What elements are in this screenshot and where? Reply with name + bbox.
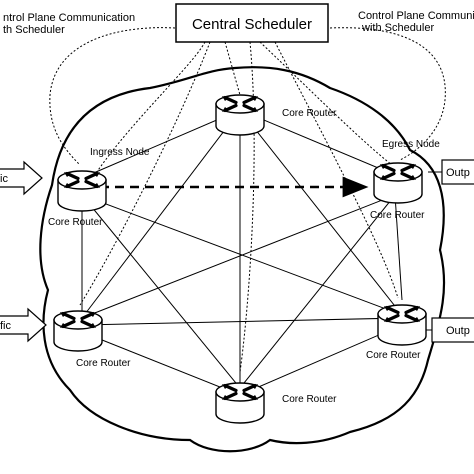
router-left-label: Core Router <box>76 358 131 369</box>
router-ingress-label: Core Router <box>48 217 103 228</box>
control-plane-right-line1: Control Plane Communication <box>358 10 474 22</box>
router-top[interactable] <box>215 94 265 136</box>
mesh-links <box>81 109 403 396</box>
input-arrow-top: ic <box>0 160 43 196</box>
router-bottom-label: Core Router <box>282 394 337 405</box>
control-plane-right-line2: with Scheduler <box>361 22 434 34</box>
router-ingress[interactable] <box>57 170 107 212</box>
central-scheduler[interactable]: Central Scheduler <box>175 3 329 43</box>
network-cloud-boundary <box>39 66 446 453</box>
output-label-bottom: Outp <box>446 325 470 337</box>
router-egress-label: Core Router <box>370 210 425 221</box>
output-label-top: Outp <box>446 167 470 179</box>
input-label-top: ic <box>0 173 8 185</box>
router-x-arrows-icon <box>222 383 258 401</box>
control-plane-left-line2: th Scheduler <box>3 24 65 36</box>
router-right[interactable] <box>377 304 427 346</box>
router-bottom[interactable] <box>215 382 265 424</box>
input-arrow-bottom: fic <box>0 307 47 343</box>
ingress-node-label: Ingress Node <box>90 147 150 158</box>
router-right-label: Core Router <box>366 350 421 361</box>
input-label-bottom: fic <box>0 320 12 332</box>
router-egress[interactable] <box>373 162 423 204</box>
router-top-label: Core Router <box>282 108 337 119</box>
router-x-arrows-icon <box>384 305 420 323</box>
routers <box>53 94 427 424</box>
router-x-arrows-icon <box>60 311 96 329</box>
output-box-bottom: Outp <box>424 317 474 343</box>
control-plane-left-line1: ntrol Plane Communication <box>3 12 135 24</box>
output-box-top: Outp <box>428 159 474 185</box>
router-x-arrows-icon <box>380 163 416 181</box>
router-x-arrows-icon <box>222 95 258 113</box>
egress-node-label: Egress Node <box>382 139 440 150</box>
central-scheduler-label: Central Scheduler <box>192 16 312 33</box>
router-left[interactable] <box>53 310 103 352</box>
router-x-arrows-icon <box>64 171 100 189</box>
